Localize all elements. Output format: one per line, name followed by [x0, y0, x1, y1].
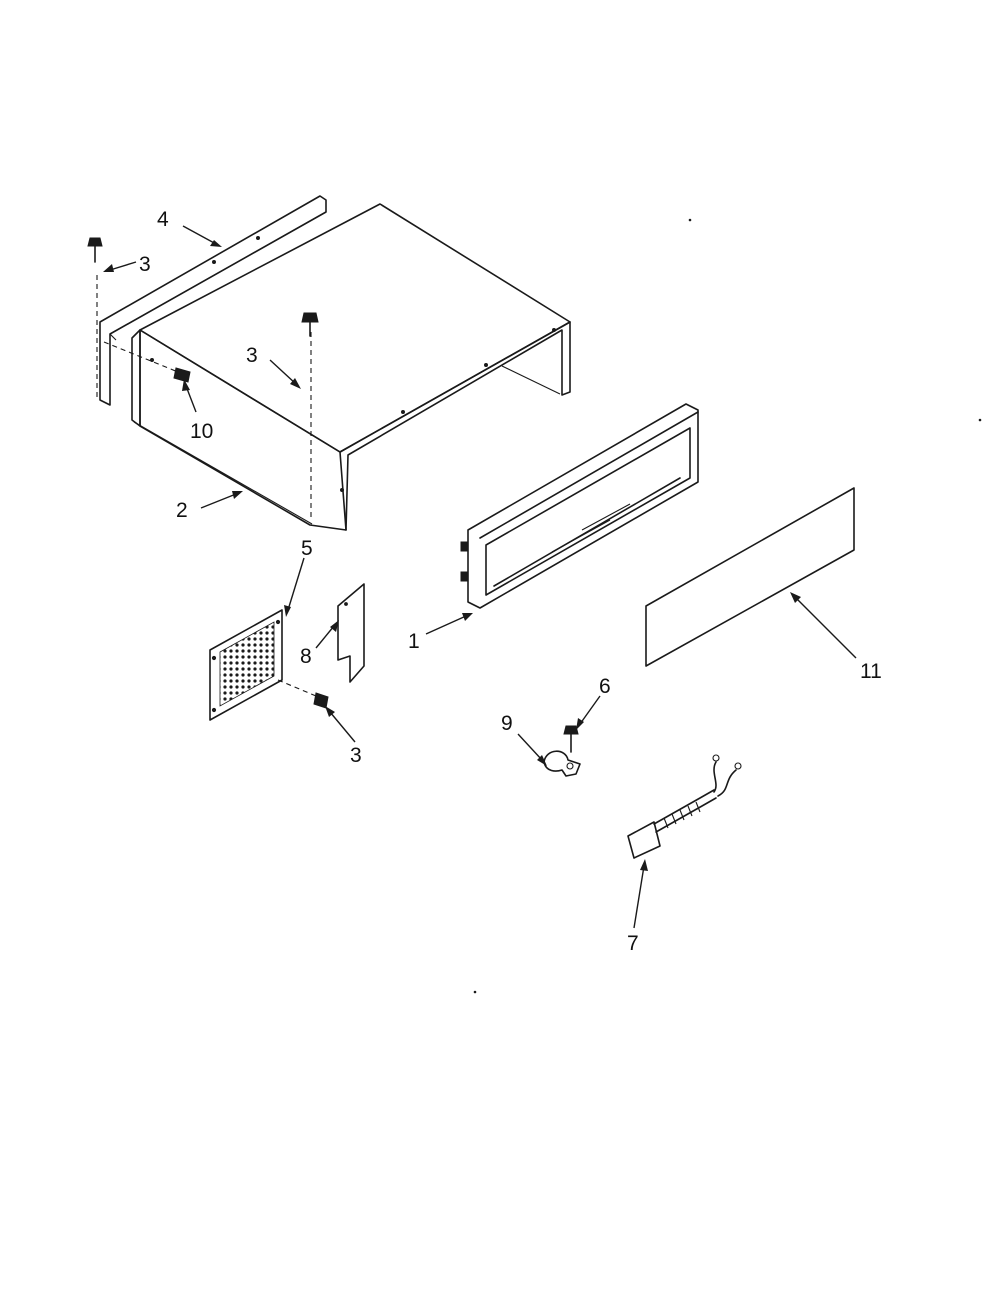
- part-1-front-frame: [460, 403, 699, 609]
- part-4-rear-panel: [99, 195, 327, 406]
- part-7-power-cord: [627, 754, 742, 859]
- screw-part-6: [563, 725, 579, 753]
- part-9-clip: [543, 750, 581, 777]
- part-8-baffle: [337, 583, 365, 683]
- screw-part-10: [173, 367, 191, 383]
- callout-6: 6: [599, 675, 611, 698]
- callout-1: 1: [408, 630, 420, 653]
- assembly-lines: [96, 275, 317, 697]
- callout-labels: 4 3 3 10 2 5 8 3 1 11 6 9 7: [139, 208, 882, 955]
- callout-11: 11: [860, 660, 882, 683]
- callout-10: 10: [190, 420, 213, 443]
- screw-center: [301, 312, 319, 337]
- callout-9: 9: [501, 712, 513, 735]
- screw-grille: [313, 692, 329, 709]
- callout-3-top-left: 3: [139, 253, 151, 276]
- part-11-panel: [645, 487, 855, 667]
- callout-3-bottom: 3: [350, 744, 362, 767]
- screw-top-left: [87, 237, 103, 263]
- leader-lines: [103, 225, 857, 929]
- callout-8: 8: [300, 645, 312, 668]
- callout-5: 5: [301, 537, 313, 560]
- callout-2: 2: [176, 499, 188, 522]
- callout-3-center: 3: [246, 344, 258, 367]
- callout-7: 7: [627, 932, 639, 955]
- part-5-grille: [209, 609, 283, 721]
- callout-4: 4: [157, 208, 169, 231]
- part-2-cabinet: [131, 203, 571, 531]
